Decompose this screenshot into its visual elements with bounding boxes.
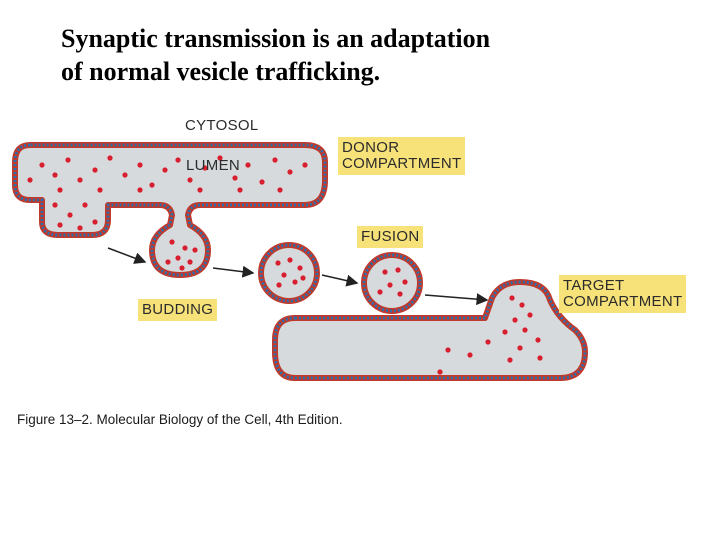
- target-compartment: [272, 279, 588, 381]
- cargo-dot: [522, 327, 528, 333]
- cargo-dot: [259, 179, 265, 185]
- cargo-dot: [281, 272, 287, 278]
- cargo-dot: [387, 282, 393, 288]
- target-compartment-label: TARGET COMPARTMENT: [559, 275, 687, 313]
- cargo-dot: [377, 289, 383, 295]
- cargo-dot: [82, 202, 88, 208]
- cargo-dot: [67, 212, 73, 218]
- cargo-dot: [382, 269, 388, 275]
- cargo-dot: [527, 312, 533, 318]
- figure-caption: Figure 13–2. Molecular Biology of the Ce…: [17, 412, 343, 427]
- transport-vesicle: [258, 242, 320, 304]
- cargo-dot: [509, 295, 515, 301]
- cargo-dot: [162, 167, 168, 173]
- arrow-to-vesicle: [212, 265, 255, 278]
- cargo-dot: [507, 357, 513, 363]
- cargo-dot: [97, 187, 103, 193]
- donor-label-line-2: COMPARTMENT: [342, 155, 462, 172]
- cargo-dot: [535, 337, 541, 343]
- lumen-label: LUMEN: [186, 157, 241, 174]
- fusion-label: FUSION: [357, 226, 424, 248]
- cargo-dot: [519, 302, 525, 308]
- cargo-dot: [39, 162, 45, 168]
- cargo-dot: [175, 157, 181, 163]
- cargo-dot: [27, 177, 33, 183]
- cargo-dot: [272, 157, 278, 163]
- title-line-1: Synaptic transmission is an adaptation: [61, 24, 491, 53]
- cargo-dot: [300, 275, 306, 281]
- cargo-dot: [77, 177, 83, 183]
- budding-label-text: BUDDING: [142, 301, 214, 318]
- donor-compartment-label: DONOR COMPARTMENT: [338, 137, 466, 175]
- cargo-dot: [512, 317, 518, 323]
- cargo-dot: [52, 172, 58, 178]
- target-label-line-2: COMPARTMENT: [563, 293, 683, 310]
- cargo-dot: [165, 259, 171, 265]
- cargo-dot: [149, 182, 155, 188]
- cargo-dot: [122, 172, 128, 178]
- cargo-dot: [297, 265, 303, 271]
- arrow-to-budding: [107, 247, 147, 264]
- cargo-dot: [57, 222, 63, 228]
- cargo-dot: [202, 165, 208, 171]
- cargo-dot: [232, 175, 238, 181]
- title-line-2: of normal vesicle trafficking.: [61, 57, 381, 86]
- cargo-dot: [92, 167, 98, 173]
- cargo-dot: [52, 202, 58, 208]
- cargo-dot: [187, 177, 193, 183]
- cargo-dot: [182, 245, 188, 251]
- cargo-dot: [277, 187, 283, 193]
- cargo-dot: [437, 369, 443, 375]
- cargo-dot: [175, 255, 181, 261]
- cargo-dot: [287, 257, 293, 263]
- cargo-dot: [517, 345, 523, 351]
- cargo-dot: [237, 187, 243, 193]
- cargo-dot: [245, 162, 251, 168]
- cargo-dot: [445, 347, 451, 353]
- cargo-dot: [292, 279, 298, 285]
- donor-compartment: [12, 142, 328, 278]
- cargo-dot: [537, 355, 543, 361]
- arrow-to-fusion: [321, 274, 359, 287]
- cargo-dot: [57, 187, 63, 193]
- cargo-molecules: [27, 155, 543, 375]
- cargo-dot: [169, 239, 175, 245]
- fusing-vesicle: [361, 252, 423, 314]
- cargo-dot: [65, 157, 71, 163]
- budding-label: BUDDING: [138, 299, 218, 321]
- fusion-label-text: FUSION: [361, 228, 420, 245]
- cargo-dot: [187, 259, 193, 265]
- donor-label-line-1: DONOR: [342, 139, 400, 156]
- cargo-dot: [137, 162, 143, 168]
- cargo-dot: [402, 279, 408, 285]
- cargo-dot: [179, 265, 185, 271]
- cytosol-label: CYTOSOL: [185, 117, 259, 134]
- cargo-dot: [92, 219, 98, 225]
- arrow-to-target: [424, 293, 489, 306]
- cargo-dot: [276, 282, 282, 288]
- cargo-dot: [217, 155, 223, 161]
- cargo-dot: [137, 187, 143, 193]
- cargo-dot: [77, 225, 83, 231]
- cargo-dot: [395, 267, 401, 273]
- slide-title: Synaptic transmission is an adaptation o…: [61, 22, 661, 88]
- target-label-line-1: TARGET: [563, 277, 625, 294]
- cargo-dot: [467, 352, 473, 358]
- cargo-dot: [107, 155, 113, 161]
- cargo-dot: [192, 247, 198, 253]
- cargo-dot: [275, 260, 281, 266]
- cargo-dot: [287, 169, 293, 175]
- cargo-dot: [397, 291, 403, 297]
- cargo-dot: [502, 329, 508, 335]
- cargo-dot: [197, 187, 203, 193]
- cargo-dot: [302, 162, 308, 168]
- cargo-dot: [485, 339, 491, 345]
